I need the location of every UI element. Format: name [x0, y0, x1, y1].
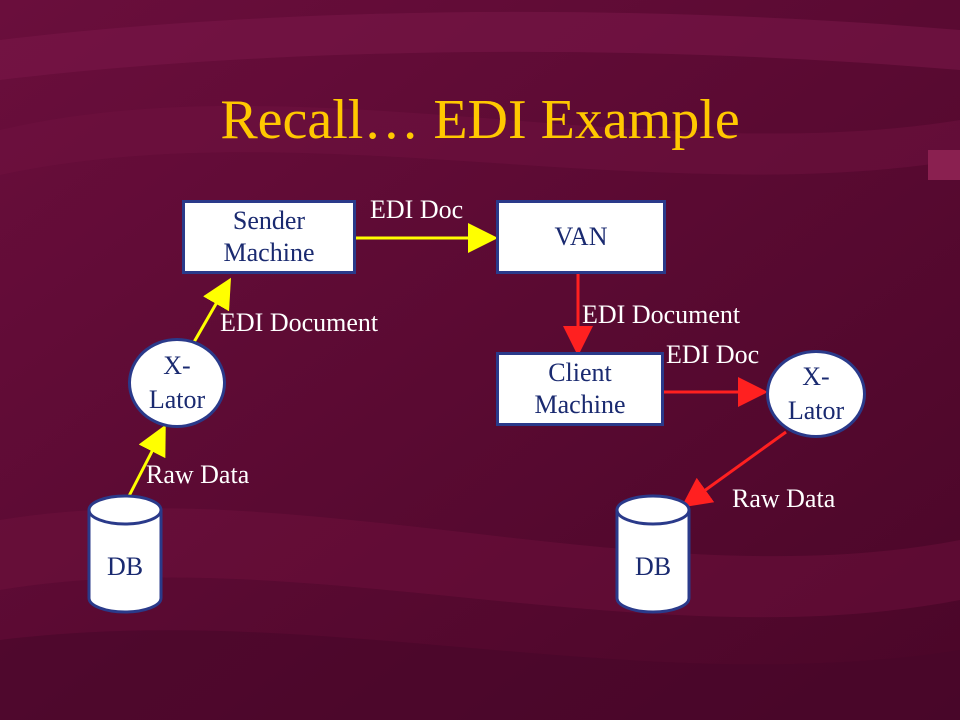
db-left-label: DB [106, 552, 144, 581]
edge-label-xlator-to-db: Raw Data [732, 484, 836, 513]
swoosh-bottom [0, 630, 960, 720]
edge-label-xlator-to-sender: EDI Document [220, 308, 379, 337]
edge-label-db-to-xlator: Raw Data [146, 460, 250, 489]
swoosh-top [0, 11, 960, 81]
edge-label-sender-to-van: EDI Doc [370, 195, 464, 224]
xlator-left-node: X- Lator [128, 338, 226, 428]
xlator-right-node: X- Lator [766, 350, 866, 438]
client-machine-node: Client Machine [496, 352, 664, 426]
db-right-cylinder [615, 494, 691, 614]
van-node: VAN [496, 200, 666, 274]
sender-machine-node: Sender Machine [182, 200, 356, 274]
edge-label-van-to-client: EDI Document [582, 300, 741, 329]
xlator-right-label: X- Lator [787, 362, 845, 425]
db-left-cylinder [87, 494, 163, 614]
xlator-left-label: X- Lator [148, 351, 206, 414]
db-right-label: DB [634, 552, 672, 581]
slide-title: Recall… EDI Example [220, 89, 740, 151]
sender-machine-label: Sender Machine [223, 206, 315, 267]
van-label: VAN [554, 222, 608, 251]
swoosh-upper [0, 105, 960, 175]
arrow-xlator-to-db [681, 430, 787, 508]
corner-tab [928, 150, 960, 180]
edge-label-client-to-xlator: EDI Doc [666, 340, 760, 369]
client-machine-label: Client Machine [534, 358, 626, 419]
swoosh-lower [0, 508, 960, 618]
arrow-db-to-xlator [127, 424, 166, 497]
